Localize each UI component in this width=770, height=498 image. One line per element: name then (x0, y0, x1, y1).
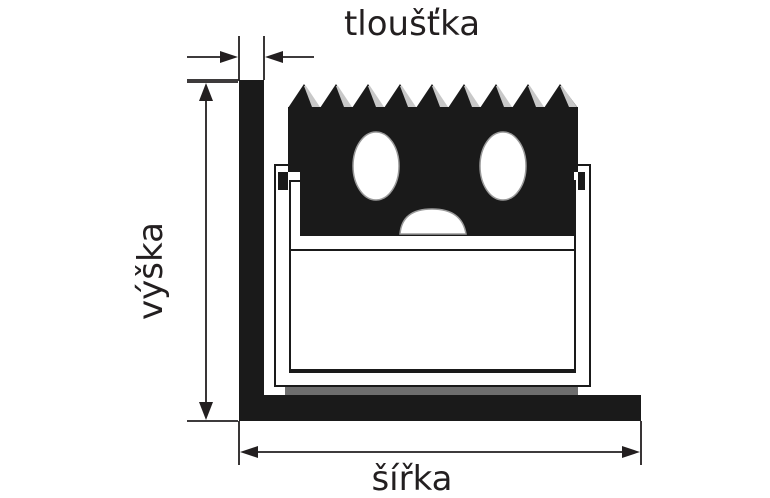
thickness-label: tloušťka (344, 4, 480, 44)
base-strip (285, 385, 578, 395)
tooth-highlight (432, 86, 448, 107)
height-arrowhead-top (199, 83, 213, 101)
width-label: šířka (371, 459, 452, 498)
tooth-highlight (560, 86, 577, 107)
thickness-dimension (187, 36, 314, 81)
tooth-highlight (528, 86, 544, 107)
height-label: výška (131, 222, 171, 320)
insert-hole-right (479, 131, 527, 201)
thickness-arrowhead-right (265, 51, 283, 63)
insert-teeth (288, 84, 578, 108)
width-arrowhead-right (622, 446, 640, 458)
tooth-highlight (400, 86, 416, 107)
width-dimension (238, 421, 642, 465)
tooth-highlight (336, 86, 352, 107)
insert-hole-left (352, 131, 400, 201)
carrier-window (289, 249, 576, 371)
height-dimension (187, 81, 238, 422)
height-arrowhead-bottom (199, 402, 213, 420)
width-arrowhead-left (240, 446, 258, 458)
insert-bottom-arch (399, 208, 467, 235)
tooth-highlight (368, 86, 384, 107)
thickness-arrowhead-left (220, 51, 238, 63)
tooth-highlight (304, 86, 320, 107)
tooth-highlight (464, 86, 480, 107)
tooth-highlight (496, 86, 512, 107)
